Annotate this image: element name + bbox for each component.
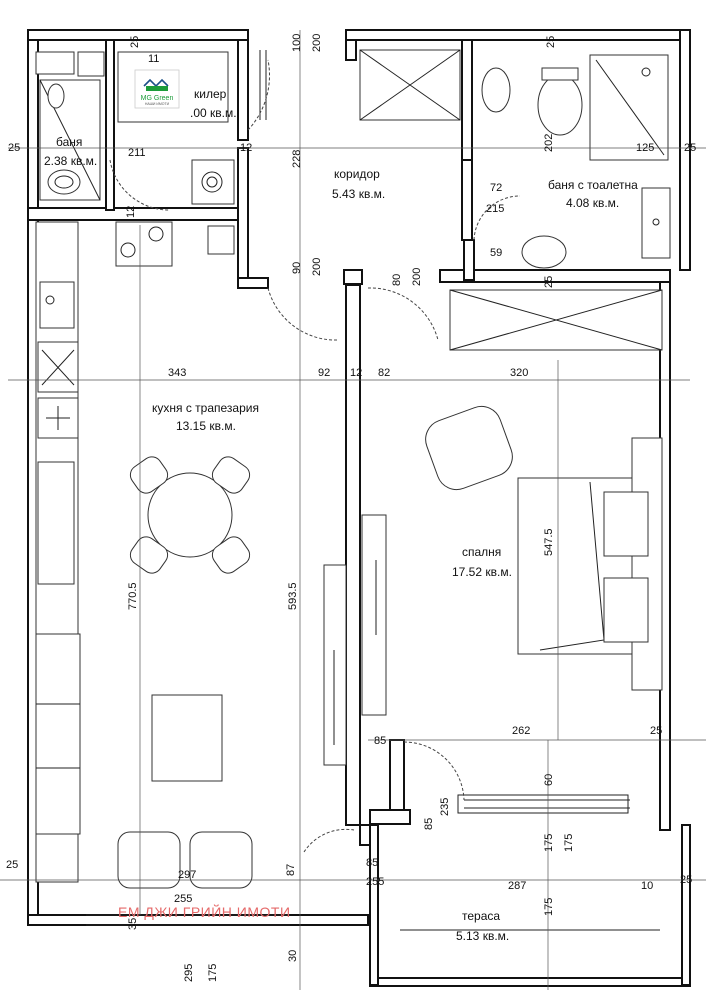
dim-label: 287: [508, 880, 526, 892]
room-name-spalnya: спалня: [462, 545, 501, 559]
dim-label: 25: [545, 36, 557, 48]
dim-label: 320: [510, 367, 528, 379]
dim-label: 25: [129, 36, 141, 48]
dim-label: 82: [378, 367, 390, 379]
dim-label: 215: [486, 203, 504, 215]
dim-label: 25: [8, 142, 20, 154]
company-logo: MG Green НАШИ ИМОТИ: [134, 69, 180, 109]
dim-label: 25: [6, 859, 18, 871]
dim-label: 30: [287, 950, 299, 962]
dimension-lines: [0, 30, 706, 990]
dim-label: 12: [240, 142, 252, 154]
dimension-labels: 25 11 100 200 25 25 211 12 228 202 125 2…: [6, 34, 696, 982]
dim-label: 593.5: [287, 582, 299, 610]
dim-label: 200: [311, 258, 323, 276]
dim-label: 85: [374, 735, 386, 747]
dim-label: 72: [490, 182, 502, 194]
dim-label: 100: [291, 34, 303, 52]
living-furniture: [35, 633, 253, 889]
dim-label: 125: [636, 142, 654, 154]
logo-tagline: НАШИ ИМОТИ: [145, 102, 170, 106]
small-bathroom-fixtures: [35, 51, 105, 201]
dim-label: 343: [168, 367, 186, 379]
room-name-koridor: коридор: [334, 167, 380, 181]
windows: [86, 50, 660, 931]
room-area-koridor: 5.43 кв.м.: [332, 187, 385, 201]
dim-label: 175: [207, 964, 219, 982]
tv-units: [323, 514, 387, 766]
dim-label: 211: [128, 147, 146, 159]
dim-label: 90: [291, 262, 303, 274]
dim-label: 25: [543, 276, 555, 288]
dim-label: 11: [148, 53, 159, 65]
room-name-kiler: килер: [194, 87, 227, 101]
dim-label: 12: [125, 206, 137, 218]
room-name-kuhnya: кухня с трапезария: [152, 401, 259, 415]
big-bathroom-fixtures: [481, 54, 671, 269]
room-area-spalnya: 17.52 кв.м.: [452, 565, 512, 579]
room-labels: килер .00 кв.м. баня 2.38 кв.м. коридор …: [44, 87, 638, 943]
dim-label: 255: [174, 893, 192, 905]
dim-label: 35: [127, 918, 139, 930]
dim-label: 10: [641, 880, 653, 892]
dim-label: 235: [439, 798, 451, 816]
dim-label: 12: [350, 367, 362, 379]
dim-label: 770.5: [127, 582, 139, 610]
wardrobes: [359, 49, 663, 351]
dim-label: 59: [490, 247, 502, 259]
dim-label: 80: [391, 274, 403, 286]
bedroom-furniture: [425, 405, 663, 691]
dim-label: 175: [543, 898, 555, 916]
room-area-terasa: 5.13 кв.м.: [456, 929, 509, 943]
dim-label: 297: [178, 869, 196, 881]
dim-label: 175: [543, 834, 555, 852]
dim-label: 202: [543, 134, 555, 152]
dining-set: [129, 456, 251, 574]
dim-label: 85: [366, 857, 378, 869]
dim-label: 547.5: [543, 528, 555, 556]
dim-label: 175: [563, 834, 575, 852]
watermark: ЕМ ДЖИ ГРИЙН ИМОТИ: [118, 903, 291, 920]
dim-label: 87: [285, 864, 297, 876]
dim-label: 262: [512, 725, 530, 737]
dim-label: 295: [183, 964, 195, 982]
door-swings: [109, 59, 521, 853]
room-area-kuhnya: 13.15 кв.м.: [176, 419, 236, 433]
dim-label: 25: [680, 874, 692, 886]
room-name-terasa: тераса: [462, 909, 500, 923]
dim-label: 92: [318, 367, 330, 379]
interior-walls: [27, 39, 671, 846]
room-area-banya-small: 2.38 кв.м.: [44, 154, 97, 168]
outer-walls: [27, 29, 691, 987]
room-name-banya-toilet: баня с тоалетна: [548, 178, 638, 192]
dim-label: 200: [411, 268, 423, 286]
dim-label: 25: [650, 725, 662, 737]
dim-label: 228: [291, 150, 303, 168]
dim-label: 85: [423, 818, 435, 830]
dim-label: 255: [366, 876, 384, 888]
room-area-kiler: .00 кв.м.: [190, 106, 237, 120]
room-name-banya-small: баня: [56, 135, 82, 149]
dim-label: 200: [311, 34, 323, 52]
dim-label: 25: [684, 142, 696, 154]
room-area-banya-toilet: 4.08 кв.м.: [566, 196, 619, 210]
dim-label: 60: [543, 774, 555, 786]
logo-text: MG Green: [141, 95, 174, 102]
